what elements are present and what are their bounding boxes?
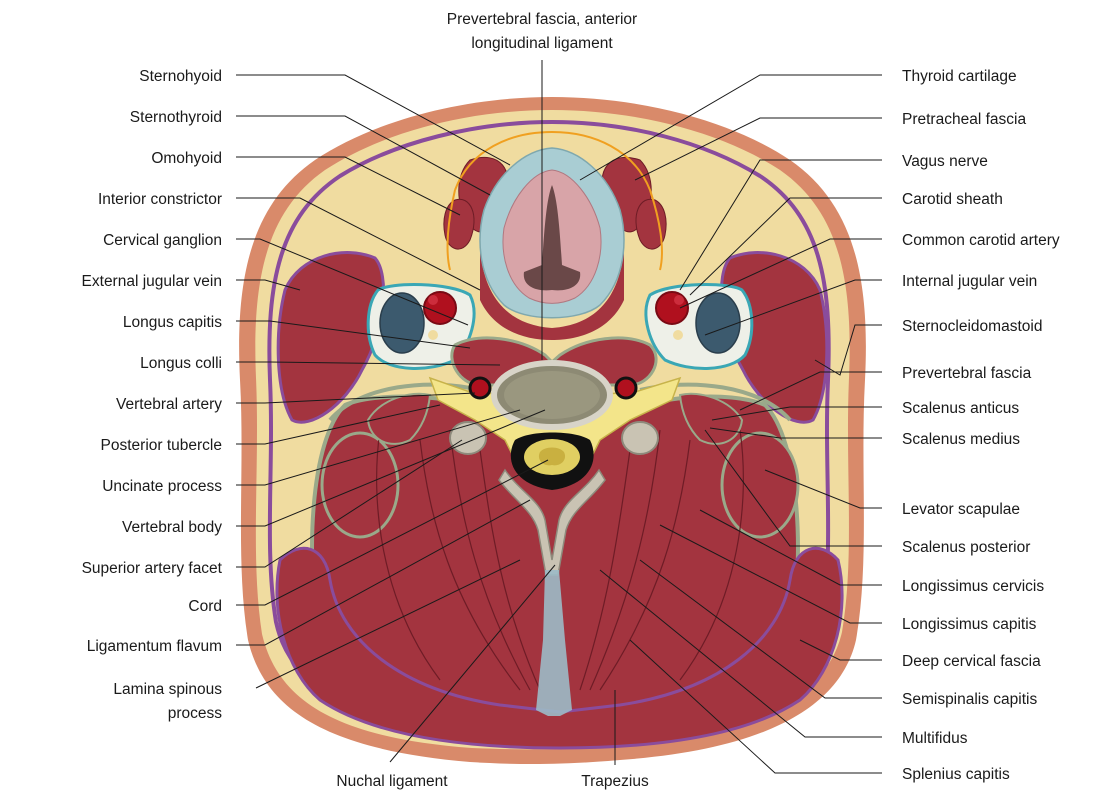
label-cord: Cord bbox=[188, 598, 222, 615]
label-scalenus-posterior: Scalenus posterior bbox=[902, 539, 1030, 556]
label-vagus-nerve: Vagus nerve bbox=[902, 153, 988, 170]
labels-right: Thyroid cartilage Pretracheal fascia Vag… bbox=[902, 68, 1060, 783]
levator-scapulae-right bbox=[722, 433, 798, 537]
label-carotid-sheath: Carotid sheath bbox=[902, 191, 1003, 208]
label-longus-colli: Longus colli bbox=[140, 355, 222, 372]
label-interior-constrictor: Interior constrictor bbox=[98, 191, 222, 208]
label-prevertebral-fascia: Prevertebral fascia bbox=[902, 365, 1032, 382]
label-sternothyroid: Sternothyroid bbox=[130, 109, 222, 126]
label-superior-artery-facet: Superior artery facet bbox=[82, 560, 223, 577]
label-vertebral-body: Vertebral body bbox=[122, 519, 222, 536]
label-longus-capitis: Longus capitis bbox=[123, 314, 222, 331]
labels-top: Prevertebral fascia, anterior longitudin… bbox=[447, 11, 637, 52]
label-uncinate-process: Uncinate process bbox=[102, 478, 222, 495]
label-cervical-ganglion: Cervical ganglion bbox=[103, 232, 222, 249]
label-splenius-capitis: Splenius capitis bbox=[902, 766, 1010, 783]
labels-left: Sternohyoid Sternothyroid Omohyoid Inter… bbox=[82, 68, 223, 722]
carotid-sheath-right bbox=[646, 285, 752, 369]
label-lamina-spinous-line1: Lamina spinous bbox=[113, 681, 222, 698]
label-internal-jugular-vein: Internal jugular vein bbox=[902, 273, 1037, 290]
label-ligamentum-flavum: Ligamentum flavum bbox=[87, 638, 222, 655]
label-longissimus-capitis: Longissimus capitis bbox=[902, 616, 1037, 633]
label-external-jugular-vein: External jugular vein bbox=[82, 273, 222, 290]
label-levator-scapulae: Levator scapulae bbox=[902, 501, 1020, 518]
label-common-carotid-artery: Common carotid artery bbox=[902, 232, 1060, 249]
label-scalenus-anticus: Scalenus anticus bbox=[902, 400, 1019, 417]
label-omohyoid: Omohyoid bbox=[151, 150, 222, 167]
label-lamina-spinous-line2: process bbox=[168, 705, 223, 722]
label-semispinalis-capitis: Semispinalis capitis bbox=[902, 691, 1037, 708]
label-multifidus: Multifidus bbox=[902, 730, 968, 747]
label-vertebral-artery: Vertebral artery bbox=[116, 396, 222, 413]
label-scalenus-medius: Scalenus medius bbox=[902, 431, 1020, 448]
levator-scapulae-left bbox=[322, 433, 398, 537]
label-deep-cervical-fascia: Deep cervical fascia bbox=[902, 653, 1041, 670]
label-pretracheal-fascia: Pretracheal fascia bbox=[902, 111, 1026, 128]
label-trapezius: Trapezius bbox=[581, 773, 649, 790]
label-thyroid-cartilage: Thyroid cartilage bbox=[902, 68, 1017, 85]
labels-bottom: Nuchal ligament Trapezius bbox=[336, 773, 649, 790]
label-sternocleidomastoid: Sternocleidomastoid bbox=[902, 318, 1042, 335]
label-posterior-tubercle: Posterior tubercle bbox=[101, 437, 222, 454]
label-sternohyoid: Sternohyoid bbox=[139, 68, 222, 85]
neck-illustration bbox=[239, 97, 866, 764]
label-prevertebral-fascia-anterior-line2: longitudinal ligament bbox=[471, 35, 613, 52]
label-nuchal-ligament: Nuchal ligament bbox=[336, 773, 448, 790]
label-prevertebral-fascia-anterior-line1: Prevertebral fascia, anterior bbox=[447, 11, 637, 28]
label-longissimus-cervicis: Longissimus cervicis bbox=[902, 578, 1044, 595]
